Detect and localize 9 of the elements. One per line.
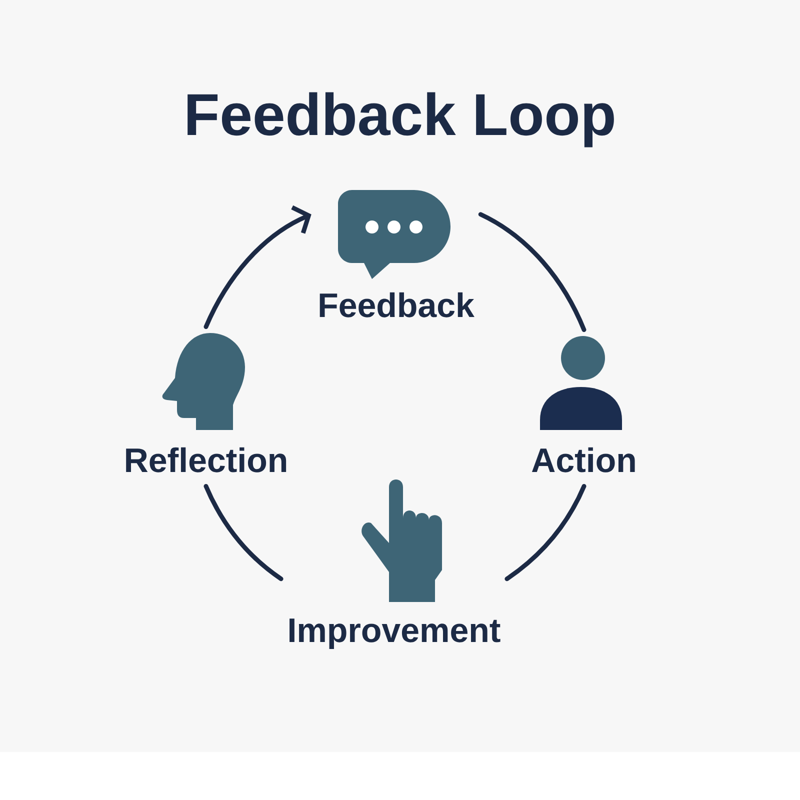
curved-line [504, 484, 586, 582]
curved-line [478, 212, 586, 332]
label: Reflection [126, 447, 286, 472]
curved-arrow [204, 205, 312, 330]
label: Feedback [320, 292, 474, 318]
curved-line [204, 484, 284, 582]
label: Improvement [290, 618, 500, 650]
label: Action [532, 447, 635, 472]
title: Feedback Loop [188, 92, 614, 148]
